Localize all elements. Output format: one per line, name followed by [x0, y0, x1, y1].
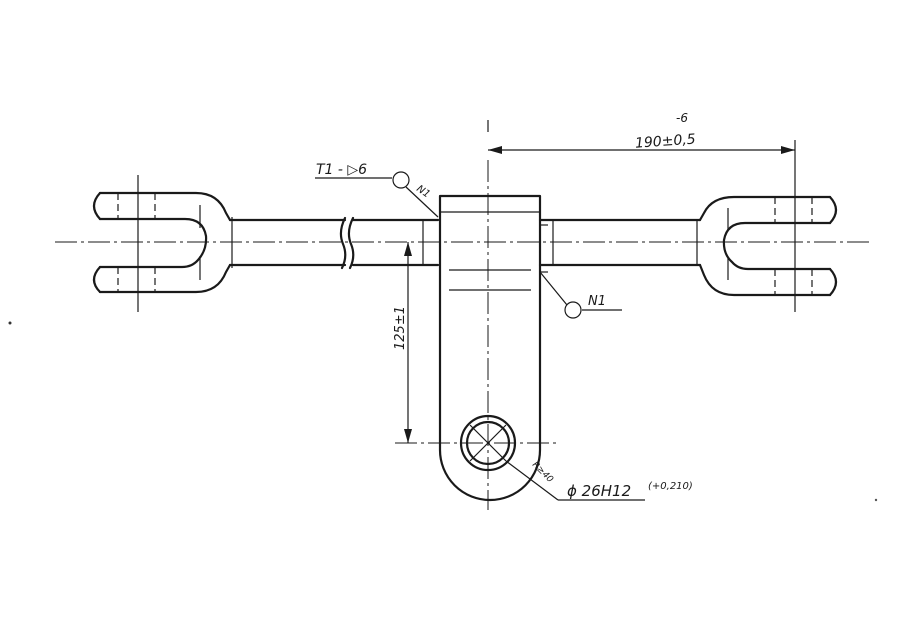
hole-tolerance-label: (+0,210) [648, 481, 693, 492]
left-fork [92, 191, 233, 294]
pin-hole [395, 414, 560, 472]
dimension-125-label: 125±1 [393, 306, 408, 350]
dimension-125 [404, 242, 412, 443]
scan-speck [874, 498, 878, 502]
scan-speck [8, 321, 12, 325]
central-lever [438, 194, 548, 502]
right-fork [696, 195, 838, 297]
weld-ref-right-label: N1 [588, 294, 606, 309]
right-rod [538, 218, 702, 267]
hole-callout [505, 460, 645, 501]
dimension-190-label: 190±0,5 [635, 132, 697, 152]
top-cut-mark-label: -6 [676, 111, 688, 125]
left-rod [228, 216, 440, 270]
weld-symbol-label: T1 - ▷6 [316, 162, 367, 178]
weld-callout-top [315, 171, 439, 218]
dimension-190 [488, 140, 796, 175]
hole-diameter-label: ϕ 26H12 [567, 482, 631, 500]
weld-callout-right [539, 271, 622, 319]
